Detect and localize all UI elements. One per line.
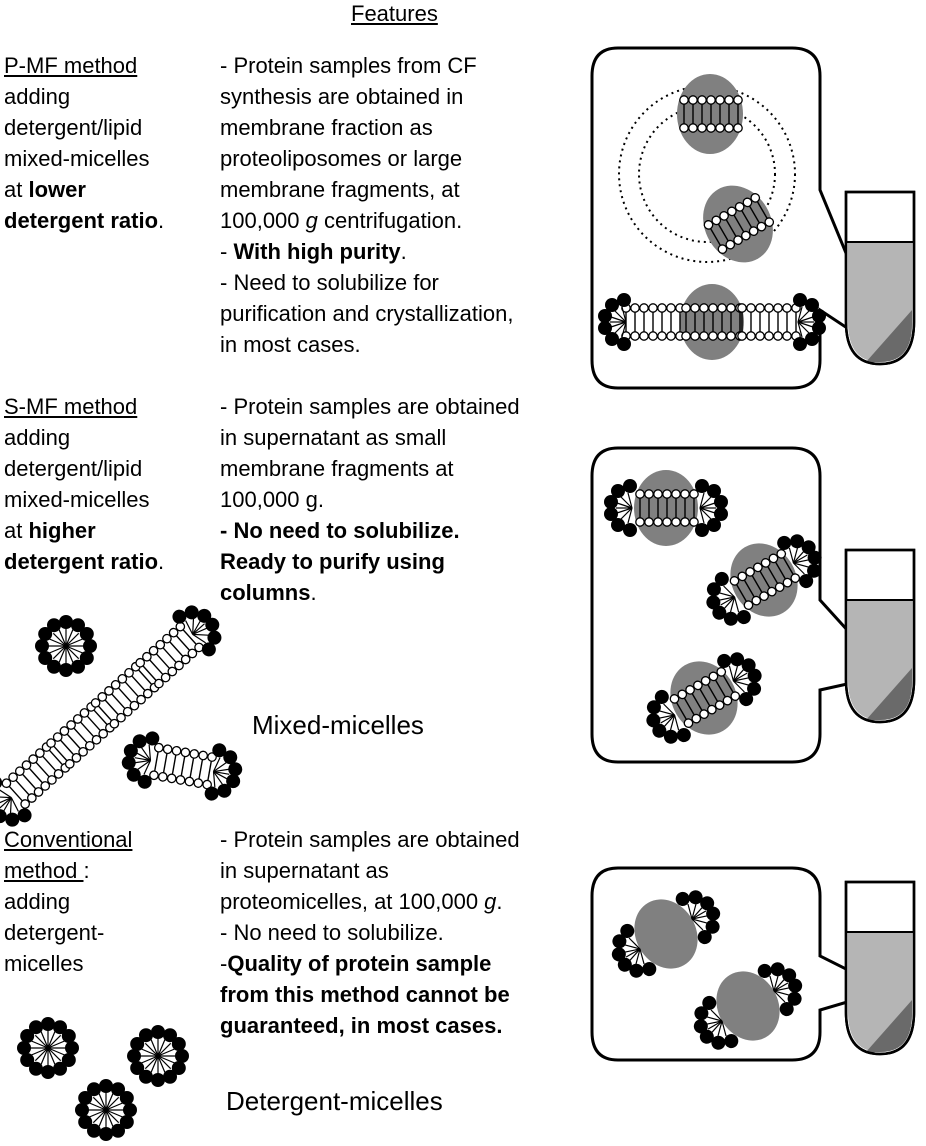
feature-line: 100,000 g. [220,487,324,512]
detergent-micelle [126,1024,190,1088]
mixed-micelles-illustration [0,593,247,839]
feature-line: membrane fraction as [220,115,433,140]
feature-line: - No need to solubilize. [220,518,460,543]
feature-line: in supernatant as [220,858,389,883]
feature-line: -Quality of protein sample [220,951,492,976]
feature-line: 100,000 g centrifugation. [220,208,463,233]
feature-line: - With high purity. [220,239,407,264]
features-heading: Features [351,1,438,26]
mixed-micelle [34,614,98,678]
detergent-micelles-illustration [16,1016,190,1142]
s-mf-illustration [590,446,916,764]
mixed-micelles-label: Mixed-micelles [252,710,424,740]
membrane-protein [689,185,786,263]
method-desc-line: mixed-micelles [4,146,150,171]
method-desc-line: adding [4,425,71,450]
large-membrane-fragment [597,284,827,360]
p-mf-features: - Protein samples from CF synthesis are … [220,50,513,360]
detergent-micelle [74,1078,138,1142]
feature-line: proteomicelles, at 100,000 g. [220,889,503,914]
s-mf-features: - Protein samples are obtained in supern… [220,391,520,608]
feature-line: - Need to solubilize for [220,270,439,295]
feature-line: in supernatant as small [220,425,447,450]
method-desc-line: detergent ratio. [4,208,165,233]
detergent-micelles-label: Detergent-micelles [226,1086,443,1116]
feature-line: proteoliposomes or large [220,146,463,171]
feature-line: synthesis are obtained in [220,84,464,109]
method-desc-line: detergent ratio. [4,549,165,574]
feature-line: in most cases. [220,332,361,357]
p-mf-method-name: P-MF method [4,53,138,78]
method-desc-line: micelles [4,951,84,976]
method-desc-line: detergent/lipid [4,115,143,140]
method-desc-line: at higher [4,518,96,543]
conventional-method-name: Conventional [4,827,133,852]
feature-line: purification and crystallization, [220,301,514,326]
test-tube-icon [844,880,916,1056]
p-mf-illustration [590,46,916,390]
feature-line: guaranteed, in most cases. [220,1013,503,1038]
p-mf-method-description: P-MF method adding detergent/lipid mixed… [4,50,164,236]
test-tube-icon [844,190,916,366]
feature-line: membrane fragments, at [220,177,460,202]
method-desc-line: method : [4,858,90,883]
method-desc-line: mixed-micelles [4,487,150,512]
conventional-features: - Protein samples are obtained in supern… [220,824,520,1041]
detergent-micelle [16,1016,80,1080]
s-mf-method-name: S-MF method [4,394,138,419]
feature-line: - No need to solubilize. [220,920,444,945]
feature-line: - Protein samples are obtained [220,827,520,852]
bicelle [117,726,247,806]
feature-line: Ready to purify using [220,549,445,574]
feature-line: from this method cannot be [220,982,510,1007]
s-mf-method-description: S-MF method adding detergent/lipid mixed… [4,391,164,577]
method-desc-line: at lower [4,177,86,202]
test-tube-icon [844,548,916,724]
bilayer-fragment [0,593,234,839]
method-desc-line: detergent- [4,920,105,945]
method-desc-line: adding [4,84,71,109]
feature-line: - Protein samples from CF [220,53,477,78]
membrane-protein [677,74,743,154]
feature-line: - Protein samples are obtained [220,394,520,419]
conventional-method-description: Conventional method : adding detergent- … [4,824,132,979]
method-desc-line: adding [4,889,71,914]
feature-line: columns. [220,580,317,605]
conventional-illustration [590,866,916,1080]
feature-line: membrane fragments at [220,456,454,481]
method-desc-line: detergent/lipid [4,456,143,481]
